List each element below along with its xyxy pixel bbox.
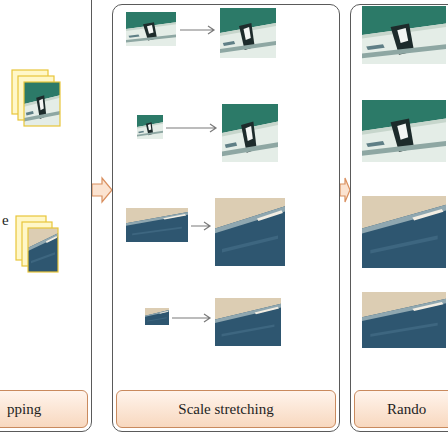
crop-stack [12,70,60,272]
stage-label-band: Rando [354,390,448,428]
stage-label-band: pping [0,390,88,428]
stage-label: Scale stretching [178,401,273,418]
stage-panel: pping [0,0,92,432]
block-arrow [92,178,112,202]
stage-panel: Scale stretching [112,4,340,432]
stage-panel: Rando [350,4,448,432]
stage-label: Rando [387,401,426,418]
scale-pairs [126,8,285,346]
stage-label: pping [7,401,41,418]
random-results [362,6,446,348]
stage-label-band: Scale stretching [116,390,336,428]
cropped-text: e [2,212,9,229]
block-arrow [340,178,350,202]
